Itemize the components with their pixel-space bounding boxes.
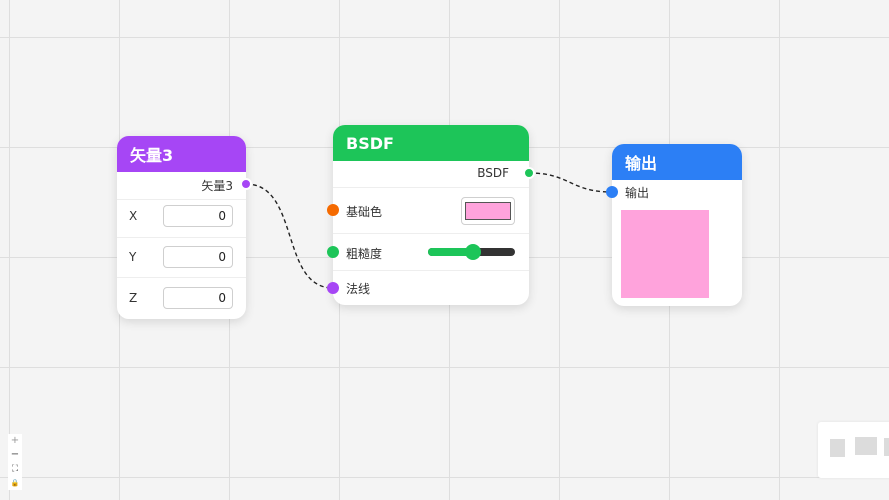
lock-icon[interactable]: 🔒	[8, 476, 22, 490]
divider	[117, 199, 246, 200]
vector3-node-header[interactable]: 矢量3	[117, 136, 246, 172]
field-x-input[interactable]: 0	[163, 205, 233, 227]
output-node[interactable]: 输出 输出	[612, 144, 742, 306]
fit-view-icon[interactable]: ⛶	[8, 462, 22, 476]
roughness-slider-fill	[428, 248, 472, 256]
divider	[333, 270, 529, 271]
field-z-input[interactable]: 0	[163, 287, 233, 309]
vector3-node-title: 矢量3	[130, 146, 174, 165]
bsdf-output-port[interactable]	[523, 167, 535, 179]
divider	[333, 233, 529, 234]
zoom-in-icon[interactable]: +	[8, 434, 22, 448]
wire-vector3-to-normal[interactable]	[245, 183, 334, 289]
vector3-node[interactable]: 矢量3 矢量3 X 0 Y 0 Z 0	[117, 136, 246, 319]
roughness-label: 粗糙度	[346, 247, 383, 261]
bsdf-node-header[interactable]: BSDF	[333, 125, 529, 161]
minimap-node	[884, 438, 889, 456]
divider	[117, 277, 246, 278]
normal-input-port[interactable]	[327, 282, 339, 294]
zoom-controls: + − ⛶ 🔒	[8, 434, 22, 490]
base-color-input-port[interactable]	[327, 204, 339, 216]
field-y-label: Y	[129, 250, 137, 264]
minimap-node	[830, 439, 845, 457]
output-input-label: 输出	[625, 186, 650, 200]
bsdf-node[interactable]: BSDF BSDF 基础色 粗糙度 法线	[333, 125, 529, 305]
zoom-out-icon[interactable]: −	[8, 448, 22, 462]
roughness-slider-handle[interactable]	[465, 244, 481, 260]
field-y-input[interactable]: 0	[163, 246, 233, 268]
base-color-label: 基础色	[346, 205, 383, 219]
vector3-output-port[interactable]	[240, 178, 252, 190]
base-color-swatch[interactable]	[461, 197, 515, 225]
wire-bsdf-to-output[interactable]	[528, 172, 613, 193]
minimap-node	[855, 437, 877, 455]
minimap[interactable]	[818, 422, 889, 478]
base-color-swatch-fill	[465, 202, 511, 220]
roughness-input-port[interactable]	[327, 246, 339, 258]
roughness-slider[interactable]	[428, 244, 515, 260]
output-node-title: 输出	[625, 154, 658, 173]
vector3-output-label: 矢量3	[201, 179, 233, 193]
output-preview	[621, 210, 709, 298]
output-input-port[interactable]	[606, 186, 618, 198]
output-node-header[interactable]: 输出	[612, 144, 742, 180]
divider	[117, 237, 246, 238]
field-x-label: X	[129, 209, 138, 223]
normal-label: 法线	[346, 282, 371, 296]
bsdf-node-title: BSDF	[346, 133, 394, 153]
divider	[333, 187, 529, 188]
field-z-label: Z	[129, 291, 138, 305]
bsdf-output-label: BSDF	[477, 166, 509, 180]
